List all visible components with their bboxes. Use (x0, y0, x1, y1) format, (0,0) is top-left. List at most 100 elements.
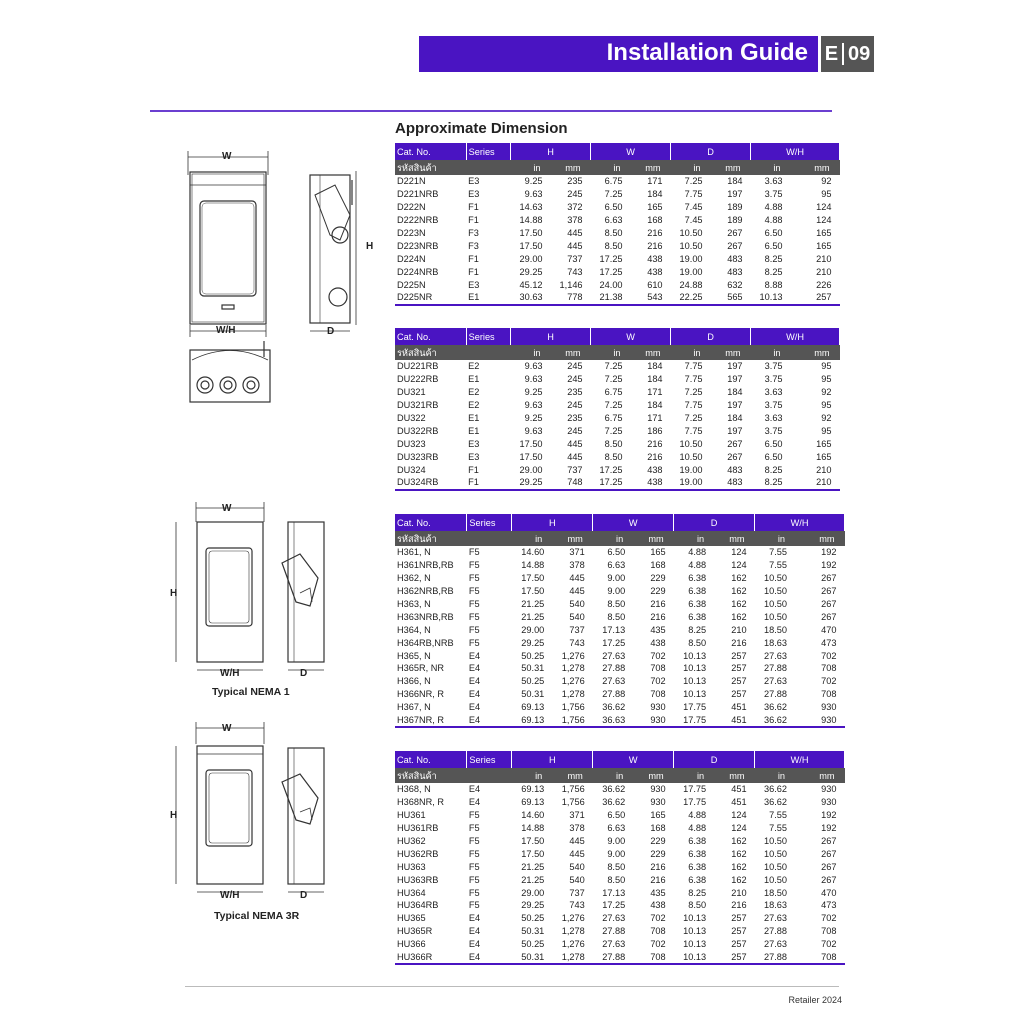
cat-no-cell: H361NRB,RB (397, 560, 454, 571)
value-cell: 257 (731, 939, 747, 950)
value-cell: 30.63 (510, 291, 551, 306)
value-cell: 8.50 (607, 874, 626, 885)
unit-header: mm (790, 160, 840, 175)
unit-header: in (511, 531, 553, 546)
value-cell: 9.00 (607, 573, 626, 584)
column-header: H (511, 514, 594, 531)
series-cell: F1 (468, 464, 479, 475)
cat-no-cell: DU323RB (397, 451, 439, 462)
value-cell: 257 (731, 926, 747, 937)
value-cell: 192 (821, 810, 837, 821)
value-cell: 10.50 (764, 848, 788, 859)
value-cell: 229 (650, 836, 666, 846)
value-cell: 162 (731, 573, 747, 584)
value-cell: 8.25 (764, 464, 783, 475)
value-cell: 702 (650, 939, 666, 950)
value-cell: 124 (731, 810, 747, 821)
unit-header: in (754, 531, 796, 546)
value-cell: 50.25 (521, 913, 545, 924)
value-cell: 27.88 (754, 950, 796, 966)
value-cell: 124 (731, 823, 747, 834)
value-cell: 50.25 (521, 676, 545, 687)
value-cell: 267 (821, 874, 837, 885)
value-cell: 930 (633, 713, 674, 729)
series-cell: E4 (466, 713, 512, 729)
value-cell: 708 (821, 689, 837, 700)
value-cell: 7.45 (684, 202, 703, 213)
value-cell: 226 (816, 279, 832, 290)
cat-no-cell: HU364 (397, 887, 426, 898)
value-cell: 737 (569, 887, 585, 898)
value-cell: 6.63 (607, 560, 626, 571)
value-cell: 8.50 (688, 637, 707, 648)
value-cell: 18.50 (764, 624, 788, 635)
column-header: H (511, 751, 594, 768)
value-cell: 737 (567, 253, 583, 264)
value-cell: 8.50 (604, 451, 623, 462)
cat-no-cell: H363NRB,RB (397, 611, 454, 622)
cat-no-cell: HU361 (397, 810, 426, 821)
value-cell: 778 (550, 291, 591, 306)
value-cell: 6.75 (604, 387, 623, 398)
value-cell: 27.88 (592, 950, 634, 966)
unit-header: in (673, 768, 715, 783)
series-cell: E4 (468, 784, 481, 795)
value-cell: 17.50 (519, 240, 543, 251)
label-w: W (222, 503, 232, 514)
series-cell: E4 (468, 689, 481, 700)
unit-header: in (673, 531, 715, 546)
value-cell: 267 (727, 240, 743, 251)
value-cell: 257 (731, 676, 747, 687)
cat-no-cell: H366, N (397, 676, 431, 687)
value-cell: 17.25 (599, 266, 623, 277)
value-cell: 378 (567, 215, 583, 226)
value-cell: 17.50 (521, 848, 545, 859)
unit-header: mm (714, 531, 755, 546)
value-cell: 27.88 (602, 663, 626, 674)
value-cell: 124 (816, 215, 832, 226)
value-cell: 267 (821, 861, 837, 872)
value-cell: 930 (650, 797, 666, 808)
value-cell: 18.63 (764, 900, 788, 911)
unit-header: in (670, 160, 711, 175)
value-cell: 18.50 (764, 887, 788, 898)
value-cell: 930 (821, 784, 837, 795)
value-cell: 17.50 (519, 438, 543, 449)
value-cell: 69.13 (521, 797, 545, 808)
value-cell: 192 (821, 560, 837, 571)
cat-no-cell: H364, N (397, 624, 431, 635)
value-cell: 930 (795, 713, 845, 729)
unit-header: mm (795, 531, 845, 546)
value-cell: 19.00 (670, 476, 711, 491)
value-cell: 1,276 (561, 939, 585, 950)
column-header: D (670, 143, 752, 160)
unit-header: mm (550, 345, 591, 360)
series-cell: F5 (468, 611, 480, 622)
value-cell: 17.50 (521, 836, 545, 846)
column-header: W (592, 751, 675, 768)
value-cell: 445 (569, 848, 585, 859)
value-cell: 438 (650, 637, 666, 648)
unit-header: in (510, 345, 551, 360)
value-cell: 473 (821, 637, 837, 648)
unit-header (466, 160, 511, 175)
cat-no-cell: DU324RB (395, 476, 467, 491)
value-cell: 632 (727, 279, 743, 290)
cat-no-cell: DU322RB (397, 425, 439, 436)
value-cell: 168 (650, 823, 666, 834)
value-cell: 6.38 (688, 848, 707, 859)
series-cell: F3 (468, 228, 479, 238)
value-cell: 702 (821, 939, 837, 950)
value-cell: 27.88 (764, 663, 788, 674)
